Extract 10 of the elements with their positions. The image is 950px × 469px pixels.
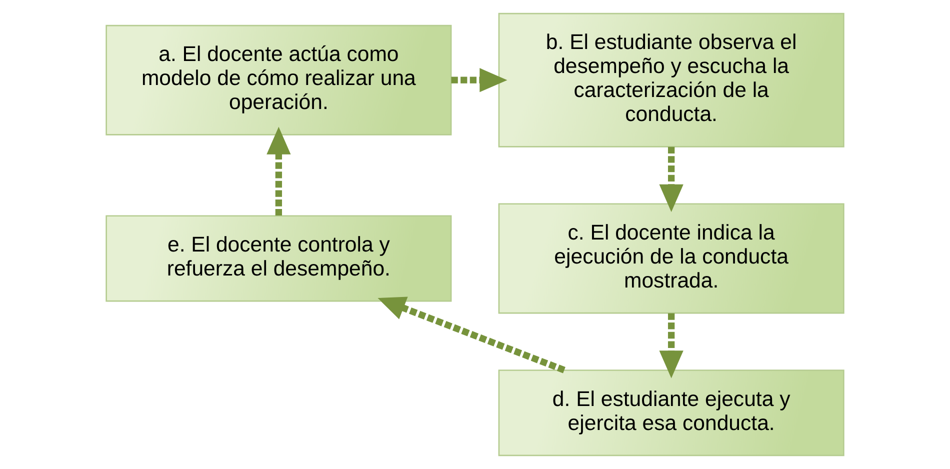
node-box: d. El estudiante ejecuta y ejercita esa conducta.: [498, 370, 844, 456]
node-box: b. El estudiante observa el desempeño y escucha la caracterización de la conducta.: [498, 12, 844, 148]
arrow: [451, 68, 508, 92]
arrow: [378, 296, 566, 374]
arrow: [659, 146, 684, 212]
node-box: c. El docente indica la ejecución de la conducta mostrada.: [498, 203, 844, 314]
arrow: [266, 126, 291, 216]
node-box: e. El docente controla y refuerza el desempeño.: [106, 215, 452, 302]
arrow: [659, 313, 684, 378]
node-box: a. El docente actúa como modelo de cómo realizar una operación.: [106, 24, 452, 136]
